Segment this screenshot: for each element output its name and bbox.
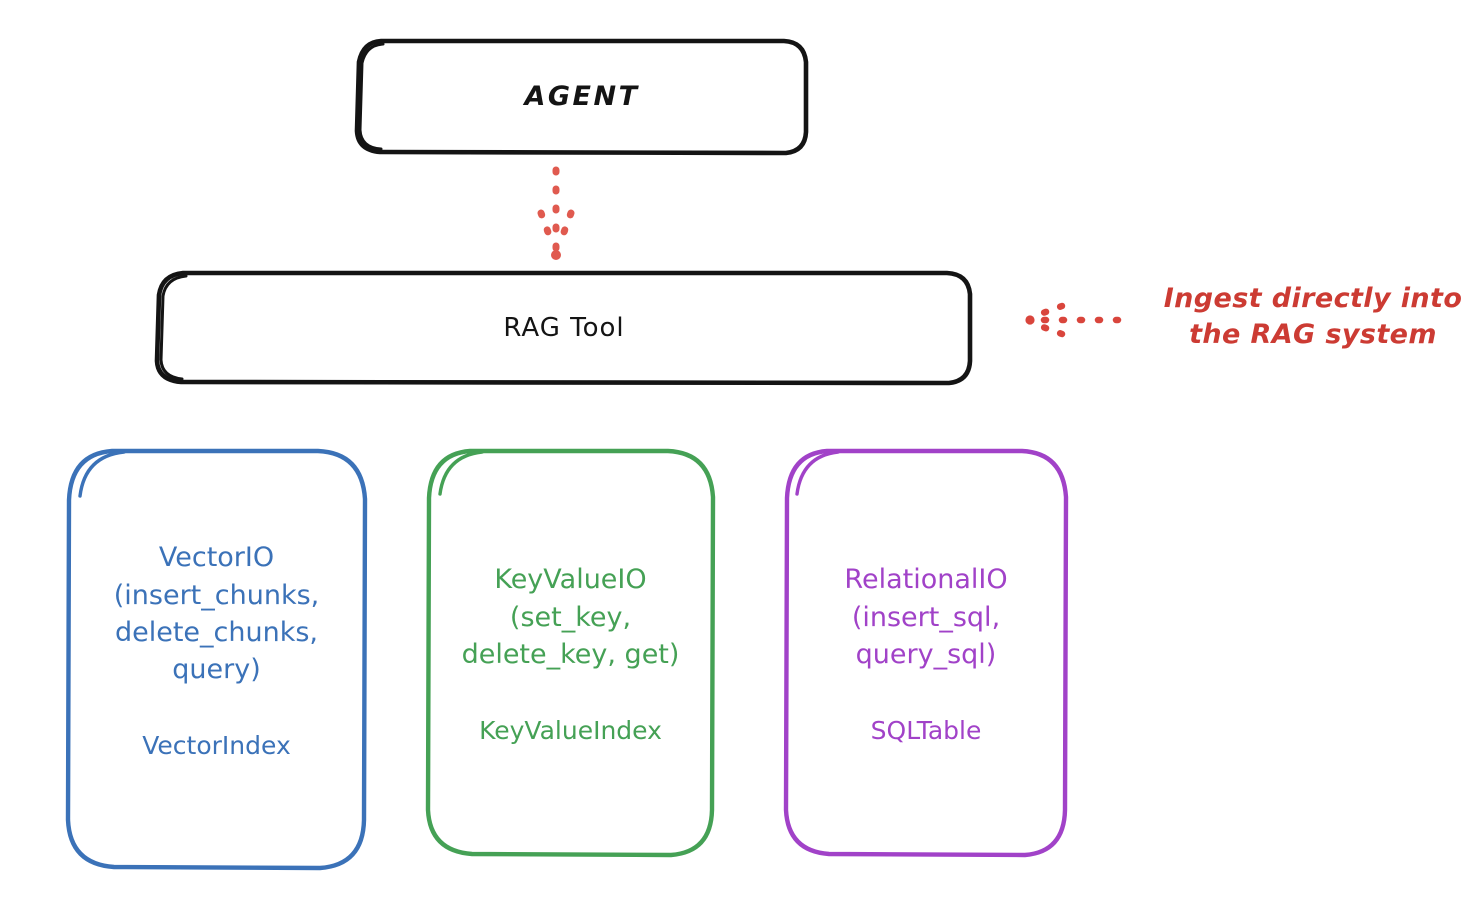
agent-to-rag-tool-connector xyxy=(537,166,575,260)
key-value-io-index-label: KeyValueIndex xyxy=(479,716,662,746)
node-agent[interactable]: AGENT xyxy=(357,40,807,153)
annotation-ingest-directly: Ingest directly into the RAG system xyxy=(1163,283,1463,350)
agent-label: AGENT xyxy=(524,81,640,112)
relational-io-index-label: SQLTable xyxy=(870,716,982,746)
node-vector-io[interactable]: VectorIO (insert_chunks, delete_chunks, … xyxy=(68,450,365,868)
node-relational-io[interactable]: RelationalIO (insert_sql, query_sql) SQL… xyxy=(786,450,1066,855)
vector-io-index-label: VectorIndex xyxy=(142,731,291,761)
relational-io-api-label: RelationalIO (insert_sql, query_sql) xyxy=(844,564,1008,670)
vector-io-content: VectorIO (insert_chunks, delete_chunks, … xyxy=(82,539,351,763)
rag-tool-label: RAG Tool xyxy=(503,312,625,343)
vector-io-api-label: VectorIO (insert_chunks, delete_chunks, … xyxy=(113,542,320,685)
ingest-connector xyxy=(1025,302,1122,338)
relational-io-content: RelationalIO (insert_sql, query_sql) SQL… xyxy=(800,561,1052,747)
node-rag-tool[interactable]: RAG Tool xyxy=(157,272,971,383)
key-value-io-content: KeyValueIO (set_key, delete_key, get) Ke… xyxy=(438,561,703,747)
node-key-value-io[interactable]: KeyValueIO (set_key, delete_key, get) Ke… xyxy=(428,450,713,855)
key-value-io-api-label: KeyValueIO (set_key, delete_key, get) xyxy=(461,564,680,670)
